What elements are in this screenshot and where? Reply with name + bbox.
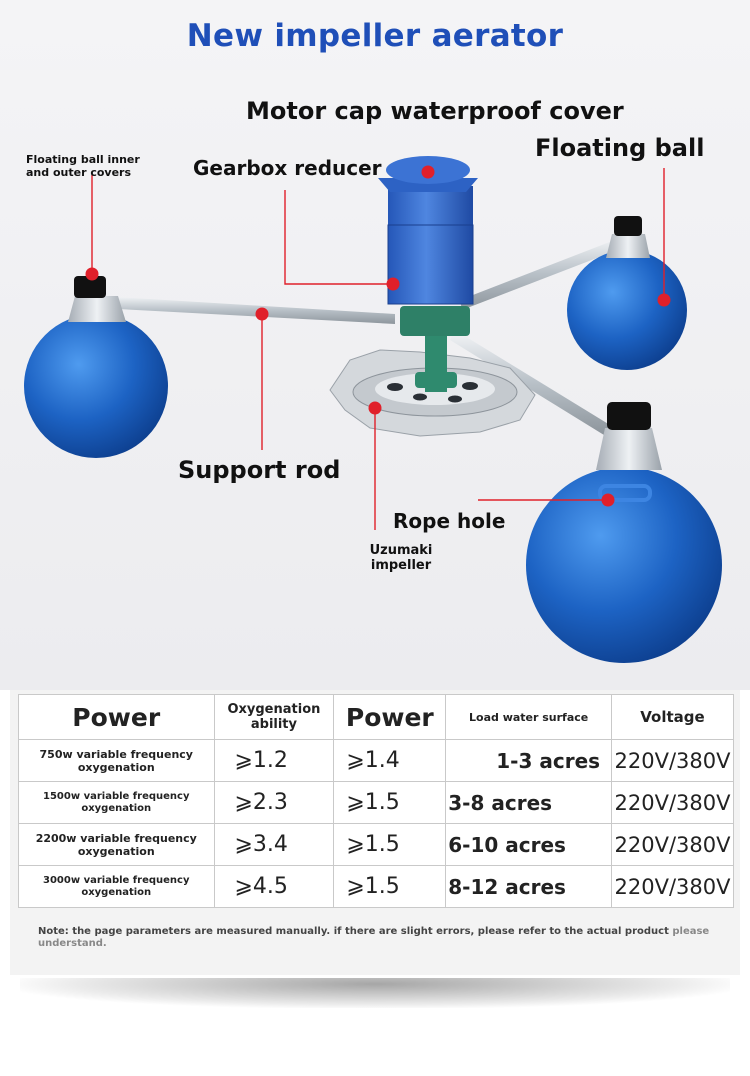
- header-load-surface: Load water surface: [445, 694, 612, 740]
- cell-oxygenation: ⩾4.5: [213, 865, 335, 908]
- impeller-part: [329, 306, 536, 437]
- header-power-2: Power: [333, 694, 447, 740]
- cell-voltage: 220V/380V: [611, 865, 734, 908]
- header-oxygenation: Oxygenation ability: [213, 694, 335, 740]
- aerator-illustration: [24, 156, 722, 663]
- cell-oxygenation: ⩾1.2: [213, 739, 335, 782]
- callout-lines: [91, 168, 665, 530]
- table-row: 1500w variable frequency oxygenation ⩾2.…: [18, 781, 734, 824]
- label-rope-hole: Rope hole: [393, 509, 506, 533]
- page-title: New impeller aerator: [186, 18, 564, 54]
- header-voltage: Voltage: [611, 694, 734, 740]
- panel-shadow: [20, 978, 730, 1008]
- table-row: 3000w variable frequency oxygenation ⩾4.…: [18, 865, 734, 908]
- cell-area: 6-10 acres: [445, 823, 612, 866]
- label-support-rod: Support rod: [178, 456, 341, 484]
- cell-area: 8-12 acres: [445, 865, 612, 908]
- label-gearbox: Gearbox reducer: [193, 156, 382, 180]
- footnote: Note: the page parameters are measured m…: [38, 926, 718, 950]
- cell-model: 2200w variable frequency oxygenation: [18, 823, 215, 866]
- cell-voltage: 220V/380V: [611, 739, 734, 782]
- label-floating-ball: Floating ball: [535, 134, 705, 162]
- floating-ball-front: [526, 402, 722, 663]
- support-rods: [100, 236, 628, 435]
- cell-power: ⩾1.4: [333, 739, 447, 782]
- cell-power: ⩾1.5: [333, 823, 447, 866]
- header-power: Power: [18, 694, 215, 740]
- cell-voltage: 220V/380V: [611, 823, 734, 866]
- label-ball-covers: Floating ball inner and outer covers: [26, 153, 140, 179]
- cell-oxygenation: ⩾2.3: [213, 781, 335, 824]
- cell-model: 750w variable frequency oxygenation: [18, 739, 215, 782]
- cell-area: 1-3 acres: [445, 739, 612, 782]
- cell-model: 3000w variable frequency oxygenation: [18, 865, 215, 908]
- label-motor-cap: Motor cap waterproof cover: [246, 97, 624, 125]
- cell-oxygenation: ⩾3.4: [213, 823, 335, 866]
- table-header-row: Power Oxygenation ability Power Load wat…: [18, 694, 734, 740]
- label-impeller: Uzumaki impeller: [369, 543, 433, 573]
- cell-power: ⩾1.5: [333, 781, 447, 824]
- motor-body: [378, 156, 478, 305]
- floating-ball-left: [24, 276, 168, 458]
- cell-model: 1500w variable frequency oxygenation: [18, 781, 215, 824]
- spec-panel: Power Oxygenation ability Power Load wat…: [10, 690, 740, 975]
- footnote-tail: please understand.: [38, 926, 710, 949]
- cell-voltage: 220V/380V: [611, 781, 734, 824]
- cell-area: 3-8 acres: [445, 781, 612, 824]
- table-row: 2200w variable frequency oxygenation ⩾3.…: [18, 823, 734, 866]
- spec-table: Power Oxygenation ability Power Load wat…: [18, 694, 734, 908]
- callout-dots: [85, 165, 671, 507]
- cell-power: ⩾1.5: [333, 865, 447, 908]
- floating-ball-right: [567, 216, 687, 370]
- footnote-text: Note: the page parameters are measured m…: [38, 926, 669, 937]
- table-row: 750w variable frequency oxygenation ⩾1.2…: [18, 739, 734, 782]
